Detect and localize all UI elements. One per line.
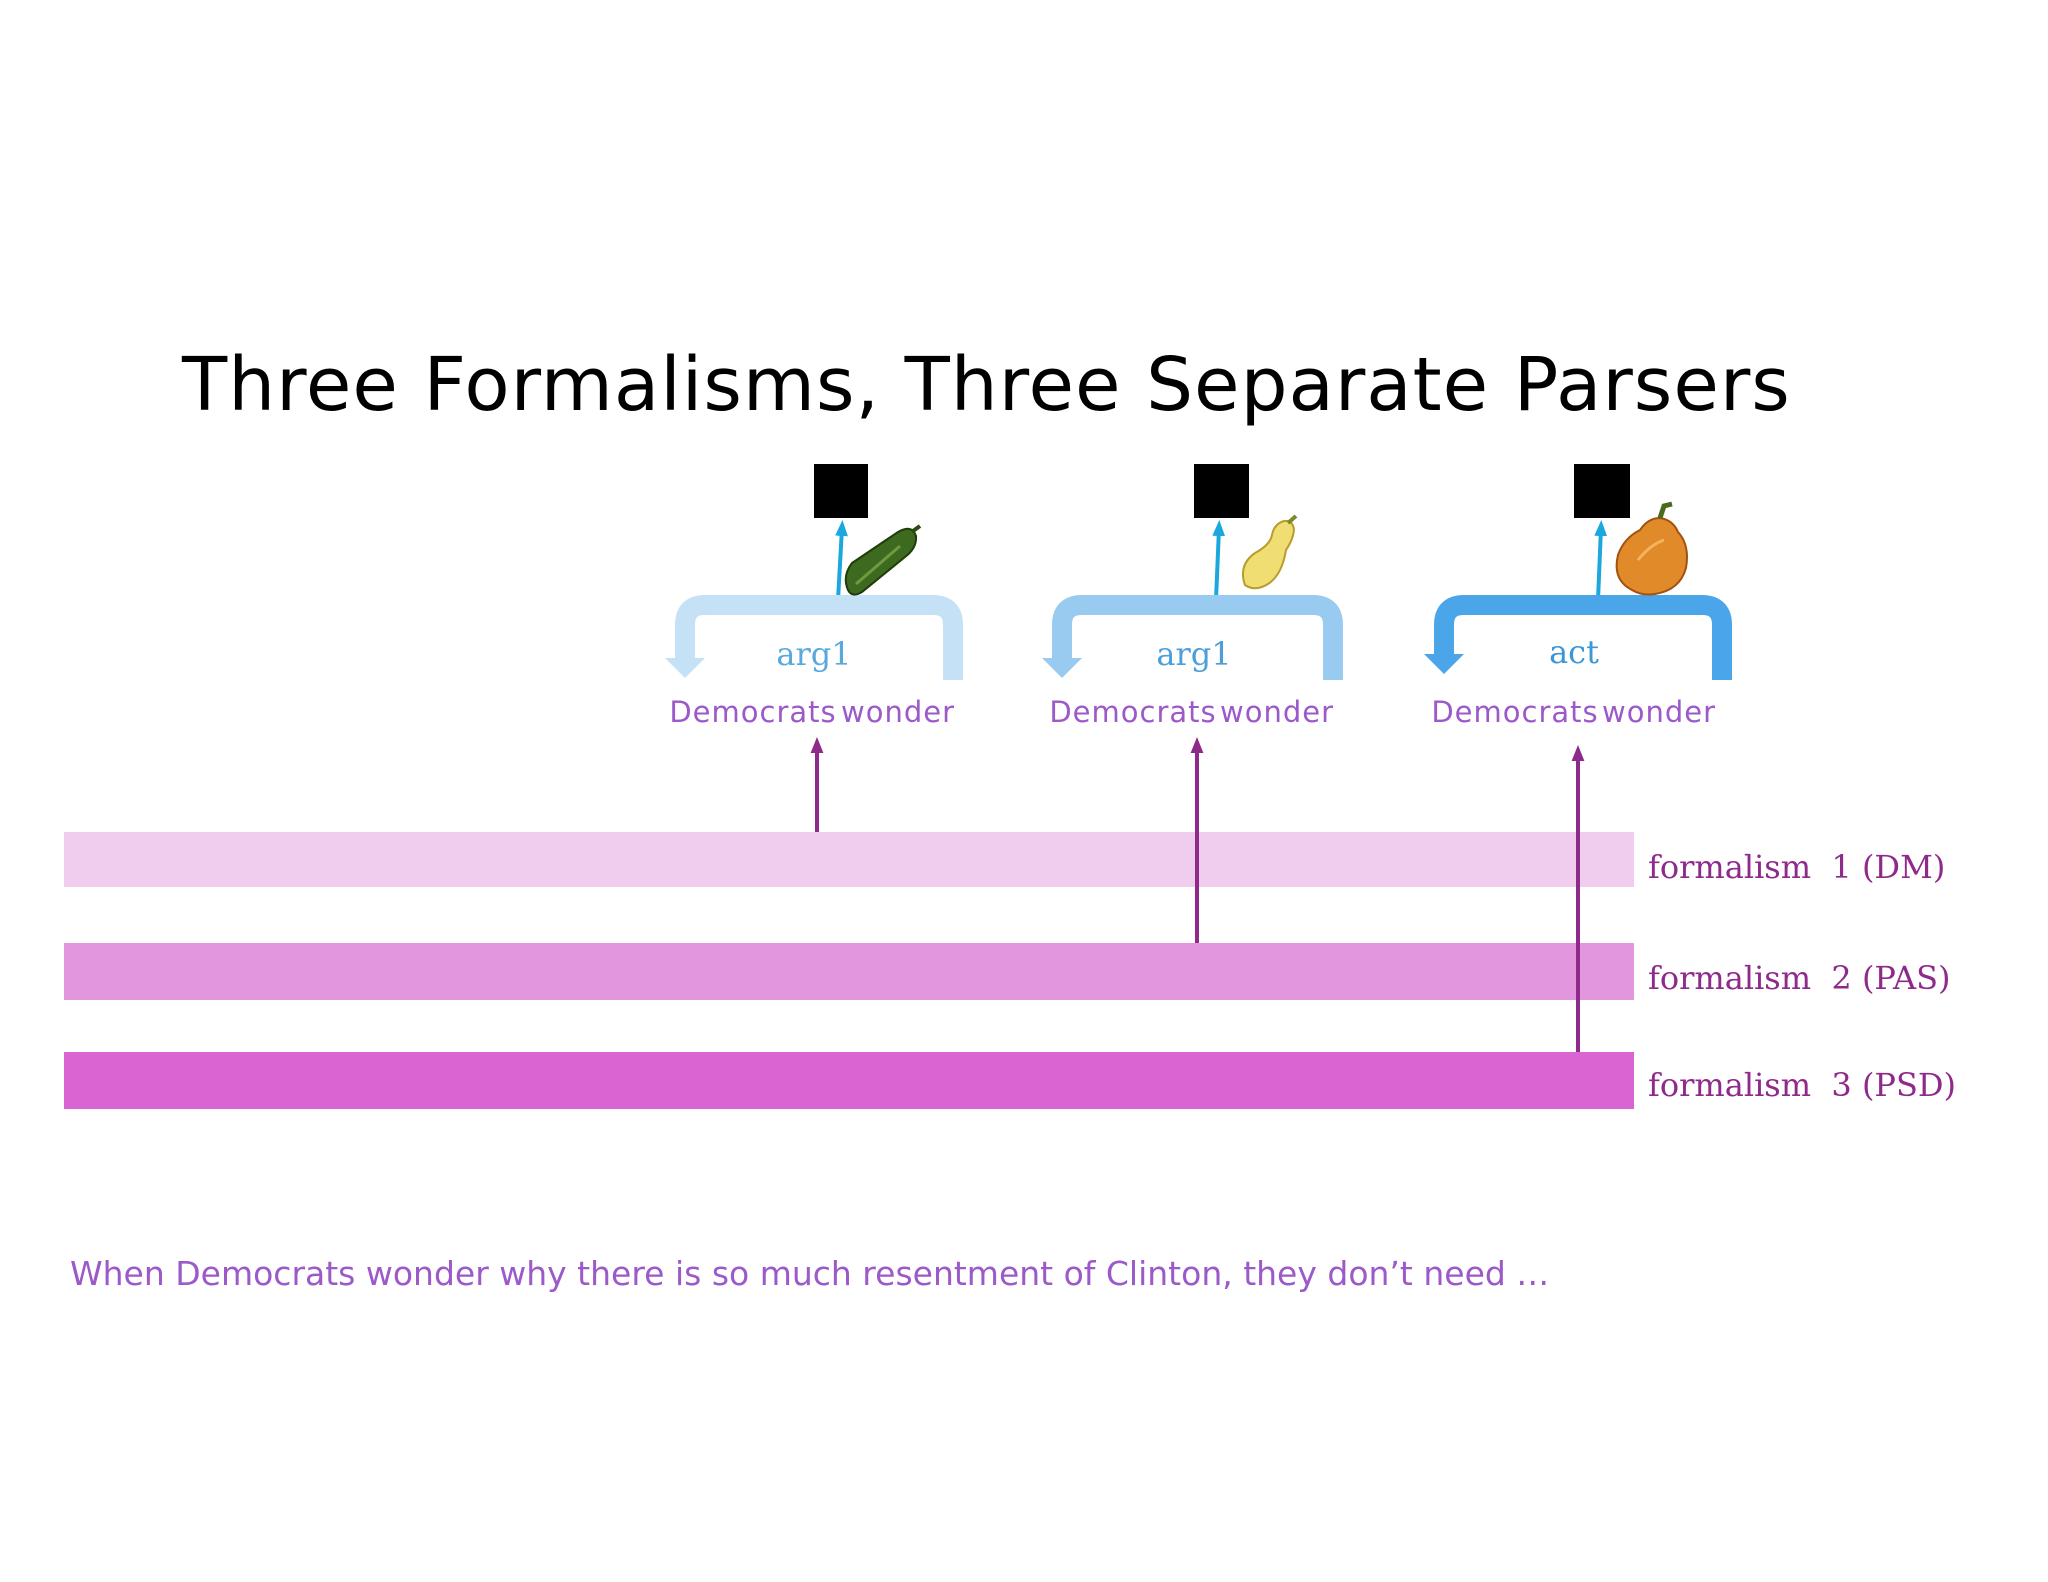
edge-bracket xyxy=(1434,595,1732,680)
word-wonder: wonder xyxy=(1602,695,1716,729)
pointer-arrow xyxy=(835,520,848,601)
sentence-caption: When Democrats wonder why there is so mu… xyxy=(70,1254,1550,1293)
node-box xyxy=(814,464,868,518)
layer-bar-3 xyxy=(64,1052,1634,1109)
word-democrats: Democrats xyxy=(669,695,836,729)
layer-label-2: formalism 2 (PAS) xyxy=(1648,959,1951,997)
layer-bar-2 xyxy=(64,943,1634,1000)
layer-label-1: formalism 1 (DM) xyxy=(1648,848,1945,886)
butternut-squash-icon xyxy=(1615,501,1688,596)
layer-label-3: formalism 3 (PSD) xyxy=(1648,1066,1956,1104)
node-box xyxy=(1194,464,1249,518)
word-wonder: wonder xyxy=(1220,695,1334,729)
parse-2: arg1 Democrats wonder xyxy=(1042,464,1343,729)
edge-label: arg1 xyxy=(776,635,851,673)
edge-bracket xyxy=(1052,595,1343,680)
edge-arrowhead xyxy=(1042,658,1082,678)
parse-1: arg1 Democrats wonder xyxy=(665,464,963,729)
word-democrats: Democrats xyxy=(1431,695,1598,729)
edge-label: act xyxy=(1549,633,1599,671)
edge-arrowhead xyxy=(665,658,705,678)
edge-arrowhead xyxy=(1424,654,1464,674)
node-box xyxy=(1574,464,1630,518)
yellow-squash-icon xyxy=(1242,514,1298,590)
pointer-arrow xyxy=(1594,520,1608,601)
pointer-arrow xyxy=(1212,520,1226,601)
layer-bar-1 xyxy=(64,832,1634,887)
word-wonder: wonder xyxy=(841,695,955,729)
slide-title: Three Formalisms, Three Separate Parsers xyxy=(182,342,1791,428)
edge-label: arg1 xyxy=(1156,635,1231,673)
word-democrats: Democrats xyxy=(1049,695,1216,729)
zucchini-icon xyxy=(844,524,922,596)
edge-bracket xyxy=(675,595,963,680)
parse-3: act Democrats wonder xyxy=(1424,464,1732,729)
